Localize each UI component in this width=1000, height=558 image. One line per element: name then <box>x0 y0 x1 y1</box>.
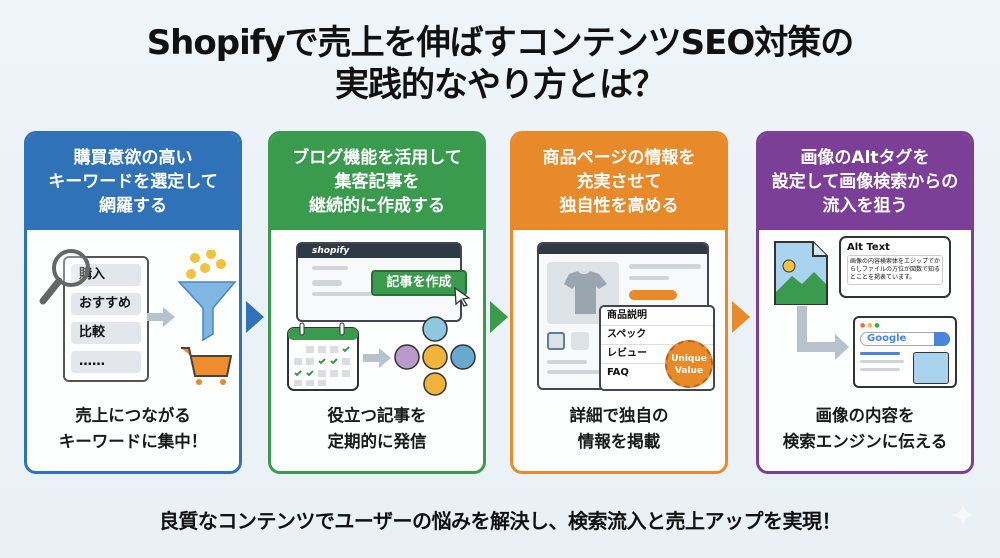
alt-tag-illustration: Alt Text 画像の内容検索体をエジップでからしファイルの方位が図数で知ると… <box>759 230 971 395</box>
heading-line: 流入を狙う <box>822 196 908 216</box>
tab-item: 商品説明 <box>601 307 713 326</box>
heading-line: 継続的に作成する <box>309 196 445 216</box>
heading-line: 網羅する <box>99 196 167 216</box>
users-icon <box>394 316 476 396</box>
arrow-right-icon <box>363 348 391 368</box>
tab-item: レビュー <box>601 345 713 364</box>
arrow-elbow-icon <box>797 306 849 360</box>
heading-line: 商品ページの情報を <box>542 148 696 168</box>
keyword-illustration: 購入 おすすめ 比較 …… <box>27 230 239 395</box>
footer-line: キーワードに集中！ <box>58 432 208 451</box>
heading-line: 独自性を高める <box>559 196 679 216</box>
heading-line: ブログ機能を活用して <box>292 148 462 168</box>
footer-line: 詳細で独自の <box>569 406 669 425</box>
calendar-icon <box>287 322 359 391</box>
ribbon-badge-icon: Unique Value <box>665 340 713 388</box>
heading-line: 設定して画像検索からの <box>771 172 959 192</box>
heading-line: 充実させて <box>576 172 662 192</box>
tshirt-icon <box>564 271 607 314</box>
next-arrow-icon <box>246 301 264 333</box>
card-keywords: 購買意欲の高い キーワードを選定して 網羅する 購入 おすすめ 比較 …… <box>24 131 242 474</box>
search-icon <box>934 332 950 346</box>
alt-text-title: Alt Text <box>847 242 890 253</box>
footer-line: 情報を掲載 <box>577 432 661 451</box>
image-file-icon <box>774 241 828 305</box>
alt-text-body: 画像の内容検索体をエジップでからしファイルの方位が図数で知るとことを掲表ています… <box>847 255 943 285</box>
title-line-2: 実践的なやり方とは？ <box>335 65 666 105</box>
card-heading: ブログ機能を活用して 集客記事を 継続的に作成する <box>271 134 483 230</box>
cursor-icon <box>454 287 471 307</box>
blog-illustration: shopify 記事を作成 <box>271 230 483 396</box>
keyword-item: …… <box>71 351 141 373</box>
alt-text-bubble: Alt Text 画像の内容検索体をエジップでからしファイルの方位が図数で知ると… <box>839 236 951 298</box>
card-heading: 購買意欲の高い キーワードを選定して 網羅する <box>27 134 239 230</box>
keyword-item: おすすめ <box>71 293 141 315</box>
tab-item: スペック <box>601 326 713 345</box>
badge-line: Unique <box>671 354 707 364</box>
card-heading: 画像のAltタグを 設定して画像検索からの 流入を狙う <box>759 134 971 230</box>
title-line-1: Shopifyで売上を伸ばすコンテンツSEO対策の <box>146 23 855 63</box>
card-footer: 役立つ記事を 定期的に発信 <box>271 395 483 455</box>
footer-line: 定期的に発信 <box>327 432 427 451</box>
tab-item: FAQ <box>607 367 629 378</box>
card-heading: 商品ページの情報を 充実させて 独自性を高める <box>513 134 725 230</box>
magnifier-icon <box>39 249 90 305</box>
card-footer: 画像の内容を 検索エンジンに伝える <box>759 395 971 455</box>
footer-line: 役立つ記事を <box>327 406 427 425</box>
footer-line: 画像の内容を <box>815 406 915 425</box>
footer-line: 検索エンジンに伝える <box>782 432 948 451</box>
create-article-button: 記事を作成 <box>371 270 467 296</box>
heading-line: キーワードを選定して <box>48 172 218 192</box>
footer-line: 売上につながる <box>75 406 191 425</box>
product-illustration: 商品説明 スペック レビュー FAQ Unique Value <box>513 230 725 395</box>
heading-line: 集客記事を <box>334 172 420 192</box>
heading-line: 画像のAltタグを <box>800 148 930 168</box>
bottom-message: 良質なコンテンツでユーザーの悩みを解決し、検索流入と売上アップを実現！ <box>158 509 842 533</box>
next-arrow-icon <box>490 301 508 333</box>
card-blog: ブログ機能を活用して 集客記事を 継続的に作成する shopify 記事を作成 <box>268 131 486 474</box>
heading-line: 購買意欲の高い <box>73 148 193 168</box>
search-result-window: ● ● ● Google <box>853 316 957 388</box>
funnel-cart-icon <box>177 250 237 385</box>
card-alt-tag: 画像のAltタグを 設定して画像検索からの 流入を狙う Alt Text 画像の… <box>756 131 974 474</box>
page-title: Shopifyで売上を伸ばすコンテンツSEO対策の 実践的なやり方とは？ <box>0 22 1000 106</box>
card-footer: 売上につながる キーワードに集中！ <box>27 395 239 455</box>
sparkle-icon <box>950 502 976 528</box>
steps-row: 購買意欲の高い キーワードを選定して 網羅する 購入 おすすめ 比較 …… <box>24 131 979 474</box>
next-arrow-icon <box>732 301 750 333</box>
card-footer: 詳細で独自の 情報を掲載 <box>513 395 725 455</box>
arrow-right-icon <box>147 307 175 327</box>
shopify-brand: shopify <box>298 244 460 258</box>
badge-line: Value <box>674 366 704 376</box>
keyword-item: 比較 <box>71 322 141 344</box>
card-product-page: 商品ページの情報を 充実させて 独自性を高める 商品説明 スペック <box>510 131 728 474</box>
search-brand: Google <box>867 333 907 344</box>
